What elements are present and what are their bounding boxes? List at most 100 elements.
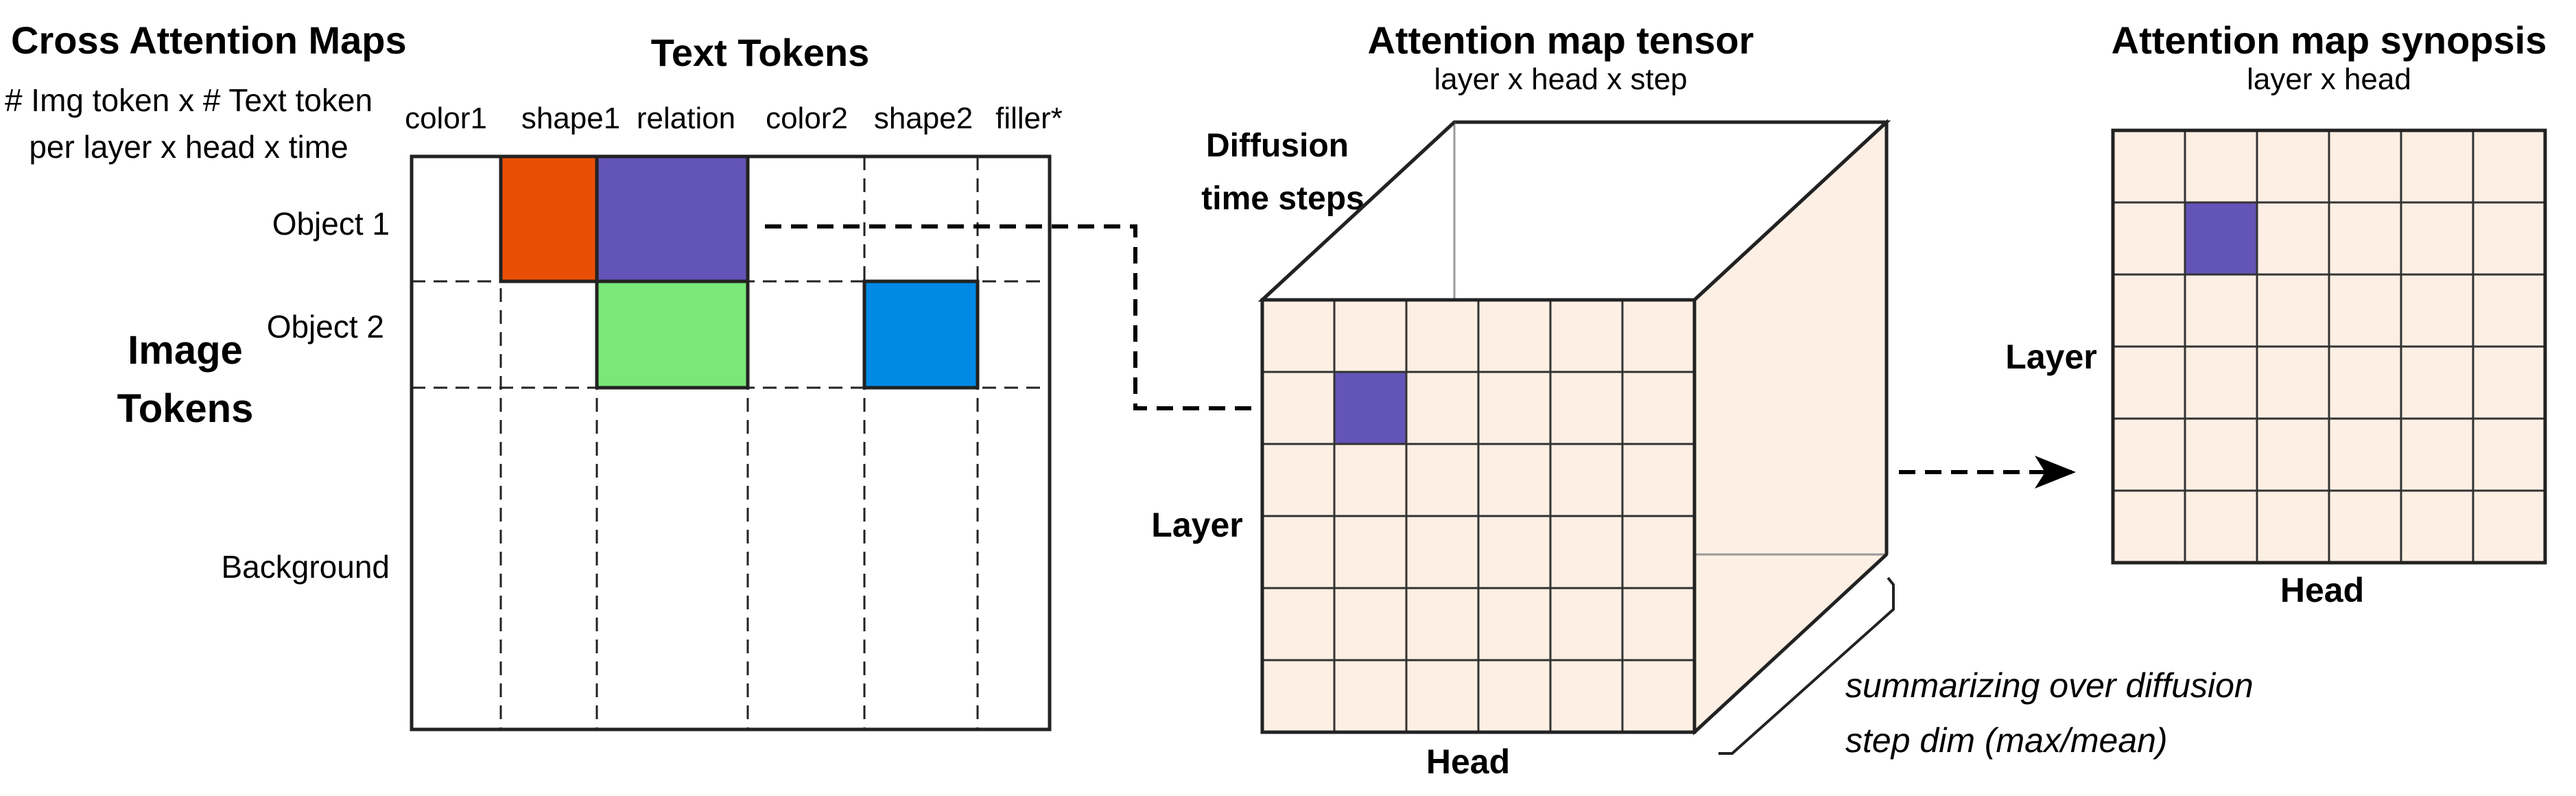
synopsis-head-label: Head: [2280, 571, 2364, 609]
synopsis-cell: [2184, 489, 2258, 564]
synopsis-cell: [2256, 273, 2330, 348]
token-label-relation: relation: [637, 102, 735, 135]
tensor-outline: [1261, 121, 1889, 734]
tensor-cell: [1549, 371, 1624, 445]
tensor-title: Attention map tensor: [1367, 19, 1753, 62]
tensor-cell: [1333, 515, 1408, 589]
tensor-cell: [1261, 371, 1336, 445]
synopsis-cell: [2472, 417, 2547, 492]
tensor-cell: [1621, 443, 1696, 517]
synopsis-cell: [2256, 129, 2330, 204]
synopsis-cell: [2184, 273, 2258, 348]
tensor-cell: [1405, 515, 1480, 589]
tensor-cell: [1477, 443, 1552, 517]
text-tokens-title: Text Tokens: [651, 31, 869, 74]
tensor-cell: [1477, 659, 1552, 734]
synopsis-cell: [2400, 273, 2474, 348]
cross-attention-panel: Cross Attention Maps # Img token x # Tex…: [5, 19, 1308, 731]
image-tokens-label-line2: Tokens: [117, 386, 254, 431]
tensor-cell: [1549, 443, 1624, 517]
tensor-cell: [1261, 587, 1336, 662]
tensor-cell: [1333, 659, 1408, 734]
tensor-cell: [1549, 659, 1624, 734]
synopsis-cell: [2328, 201, 2402, 276]
synopsis-cell: [2112, 201, 2186, 276]
tensor-cell: [1477, 298, 1552, 373]
row-label-object2: Object 2: [267, 309, 384, 344]
tensor-cell: [1261, 659, 1336, 734]
synopsis-cell: [2112, 489, 2186, 564]
tensor-cell: [1261, 298, 1336, 373]
tensor-cell: [1333, 298, 1408, 373]
tensor-cell: [1261, 515, 1336, 589]
synopsis-cell: [2256, 201, 2330, 276]
synopsis-cell: [2256, 417, 2330, 492]
synopsis-title: Attention map synopsis: [2112, 19, 2547, 62]
token-label-color1: color1: [405, 102, 487, 135]
attention-blocks: [499, 154, 980, 390]
relation-to-tensor-arrow: [765, 224, 1308, 425]
synopsis-cell: [2472, 201, 2547, 276]
tensor-depth-label-line2: time steps: [1201, 180, 1364, 217]
synopsis-cell: [2328, 345, 2402, 420]
synopsis-cell: [2472, 345, 2547, 420]
synopsis-cell: [2184, 345, 2258, 420]
token-label-color2: color2: [766, 102, 848, 135]
tensor-panel: Attention map tensor layer x head x step…: [1151, 19, 2253, 781]
token-label-shape1: shape1: [521, 102, 620, 135]
tensor-cell: [1477, 515, 1552, 589]
synopsis-cell: [2328, 129, 2402, 204]
synopsis-cell: [2400, 129, 2474, 204]
synopsis-subtitle: layer x head: [2247, 62, 2411, 96]
synopsis-cell: [2400, 417, 2474, 492]
tensor-cell: [1333, 587, 1408, 662]
block-object1-shape1: [499, 154, 599, 283]
synopsis-cell: [2472, 489, 2547, 564]
tensor-highlighted-cell: [1333, 371, 1408, 445]
synopsis-cell: [2400, 489, 2474, 564]
synopsis-cell: [2184, 417, 2258, 492]
cross-attention-subtitle-line1: # Img token x # Text token: [5, 82, 373, 118]
synopsis-cell: [2112, 417, 2186, 492]
tensor-cell: [1477, 371, 1552, 445]
depth-brace: [1718, 576, 1895, 755]
synopsis-cell: [2328, 417, 2402, 492]
block-object2-shape2: [862, 279, 980, 390]
synopsis-frame: [2111, 128, 2547, 565]
tensor-cell: [1405, 298, 1480, 373]
cross-attention-subtitle-line2: per layer x head x time: [29, 129, 348, 165]
tensor-cell: [1477, 587, 1552, 662]
synopsis-cell: [2112, 345, 2186, 420]
synopsis-grid: [2111, 128, 2547, 565]
synopsis-cell: [2112, 129, 2186, 204]
tensor-head-label: Head: [1426, 742, 1510, 781]
tensor-cell: [1621, 371, 1696, 445]
tensor-cell: [1405, 443, 1480, 517]
block-object1-relation: [595, 154, 750, 283]
synopsis-layer-label: Layer: [2005, 338, 2096, 376]
row-label-background: Background: [222, 549, 390, 585]
synopsis-highlighted-cell: [2184, 201, 2258, 276]
tensor-front-face: [1260, 298, 1697, 734]
tensor-frame: [1260, 298, 1697, 734]
tensor-depth-label-line1: Diffusion: [1206, 128, 1349, 164]
tensor-cell: [1621, 298, 1696, 373]
tensor-cell: [1549, 587, 1624, 662]
synopsis-cell: [2256, 345, 2330, 420]
tensor-cell: [1621, 659, 1696, 734]
tensor-cell: [1549, 298, 1624, 373]
token-label-shape2: shape2: [874, 102, 973, 135]
synopsis-cell: [2184, 129, 2258, 204]
row-label-object1: Object 1: [272, 206, 390, 242]
summary-text-line2: step dim (max/mean): [1845, 721, 2168, 760]
image-tokens-label-line1: Image: [128, 328, 243, 373]
cross-attention-title: Cross Attention Maps: [11, 19, 407, 62]
block-object2-relation: [595, 279, 750, 390]
tensor-cell: [1333, 443, 1408, 517]
synopsis-cell: [2328, 273, 2402, 348]
tensor-cell: [1621, 515, 1696, 589]
tensor-subtitle: layer x head x step: [1434, 62, 1687, 96]
synopsis-panel: Attention map synopsis layer x head Laye…: [2005, 19, 2547, 609]
synopsis-cell: [2112, 273, 2186, 348]
